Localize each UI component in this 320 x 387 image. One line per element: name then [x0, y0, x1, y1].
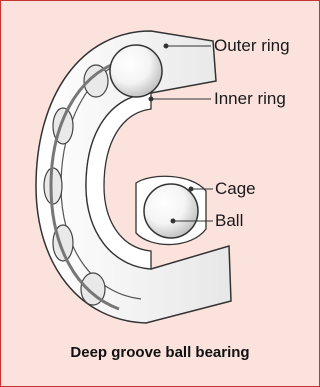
label-inner-ring: Inner ring	[214, 89, 286, 109]
label-ball: Ball	[215, 211, 243, 231]
top-ball	[110, 45, 162, 97]
cutaway-ball	[144, 184, 198, 238]
label-cage: Cage	[215, 179, 256, 199]
diagram-title: Deep groove ball bearing	[1, 344, 319, 361]
label-outer-ring: Outer ring	[214, 36, 290, 56]
